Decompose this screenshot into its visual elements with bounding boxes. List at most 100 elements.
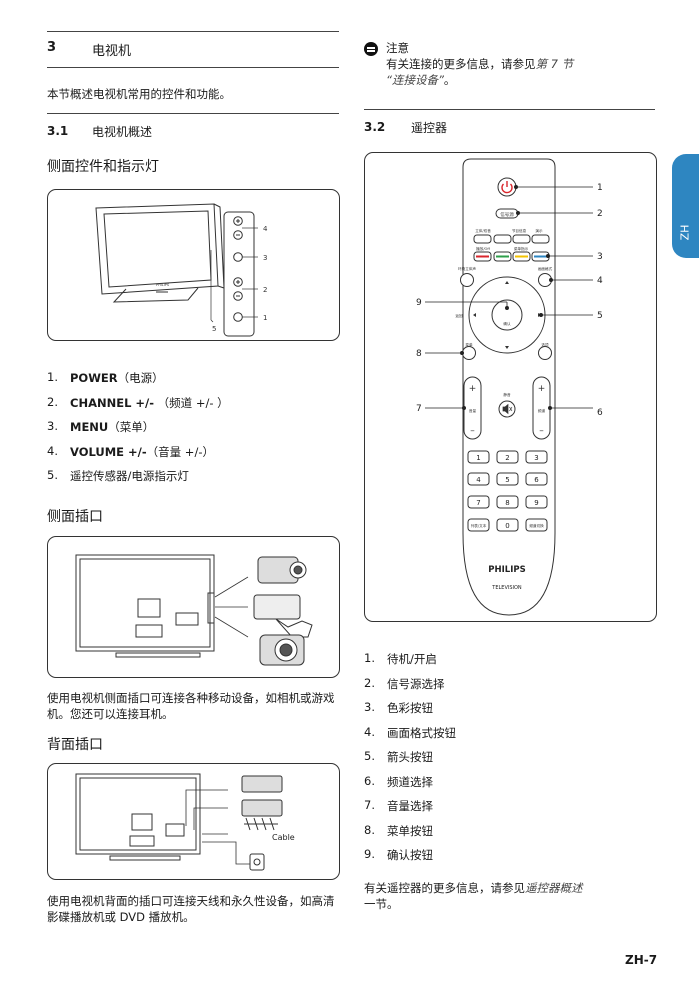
power-icon	[501, 181, 513, 194]
connection-lines	[214, 576, 249, 638]
tv-side-controls-drawing: PHILIPS 4 3 2 1 5	[95, 203, 268, 337]
list-item-text: 待机/开启	[387, 652, 437, 666]
list-item-text: 音量选择	[387, 799, 433, 813]
color-label-mid: 菜单指示	[514, 246, 529, 251]
side-panel	[223, 211, 255, 337]
section-title: 电视机	[92, 44, 132, 59]
language-tab	[672, 154, 699, 258]
tv-side-controls-figure: PHILIPS 4 3 2 1 5	[47, 189, 340, 341]
camcorder-icon	[257, 556, 307, 584]
volume-label: 音量	[469, 408, 477, 413]
callout-lines	[425, 185, 593, 410]
list-item: 9. 确认按钮	[364, 847, 655, 872]
note-link-section[interactable]: 第 7 节	[535, 57, 574, 71]
more-info-link[interactable]: 遥控器概述	[525, 881, 583, 895]
remote-tagline: TELEVISION	[491, 585, 522, 591]
cable-label: Cable	[272, 833, 295, 842]
list-item-number: 8.	[364, 822, 375, 837]
list-item-text: （菜单）	[108, 420, 155, 434]
list-item-text: （音量 +/-）	[146, 444, 214, 459]
list-item-keyword: VOLUME +/-	[70, 444, 147, 459]
list-item-text: （电源）	[117, 371, 164, 385]
list-item-text: 频道选择	[387, 774, 433, 789]
remote-brand: PHILIPS	[488, 565, 525, 575]
language-tab-label: ZH	[678, 224, 692, 241]
note-rule	[364, 109, 655, 110]
fig1-callout-3: 3	[263, 254, 267, 262]
side-controls-heading: 侧面控件和指示灯	[47, 159, 159, 175]
btn-label-stereo: 立体/双音	[475, 228, 491, 233]
list-item-number: 5.	[47, 468, 58, 482]
camera-icon	[259, 634, 305, 666]
list-item: 7. 音量选择	[364, 798, 655, 823]
dvd-player-icon	[241, 799, 283, 817]
remote-callout-1: 1	[597, 183, 603, 193]
side-buttons	[233, 216, 243, 322]
teletext-button	[493, 234, 512, 244]
list-item: 5. 箭头按钮	[364, 749, 655, 774]
list-item-text: 确认按钮	[387, 848, 433, 862]
list-item-number: 1.	[364, 651, 375, 665]
list-item-number: 4.	[47, 443, 58, 458]
btn-label-demo: 演示	[535, 228, 543, 233]
rear-connectors-text: 使用电视机背面的插口可连接天线和永久性设备，如高清影碟播放机或 DVD 播放机。	[47, 894, 335, 924]
btn-label-info: 节目信息	[512, 228, 527, 233]
list-item-keyword: POWER	[70, 371, 118, 385]
section-rule	[47, 67, 339, 68]
fig1-callout-2: 2	[263, 286, 267, 294]
remote-list: 1.待机/开启 2.信号源选择 3.色彩按钮 4.画面格式按钮 5.箭头按钮 6…	[364, 651, 655, 872]
remote-callout-8: 8	[416, 349, 422, 359]
fig1-callout-4: 4	[263, 225, 268, 233]
remote-callout-3: 3	[597, 252, 603, 262]
list-item-number: 7.	[364, 798, 375, 812]
key-9: 9	[534, 499, 538, 507]
fig1-callout-1: 1	[263, 314, 267, 322]
numeric-keypad	[467, 450, 548, 532]
list-item-number: 5.	[364, 749, 375, 763]
key-4: 4	[476, 476, 481, 484]
list-item: 2.CHANNEL +/- （频道 +/- ）	[47, 395, 339, 420]
rear-connectors-drawing: Cable	[75, 773, 295, 871]
hd-player-icon	[241, 775, 283, 793]
note-text: 有关连接的更多信息，请参见	[386, 57, 536, 71]
list-item-number: 9.	[364, 847, 375, 861]
list-item-number: 2.	[47, 394, 58, 409]
tv-back-illustration	[75, 554, 215, 658]
page-number: ZH-7	[625, 953, 658, 967]
list-item-number: 6.	[364, 773, 375, 788]
ok-button	[491, 299, 523, 331]
note-text-end: 。	[443, 73, 456, 87]
key-7: 7	[476, 499, 480, 507]
list-item: 1. 待机/开启	[364, 651, 655, 676]
list-item: 2.信号源选择	[364, 676, 655, 701]
back-label: 返回	[455, 313, 463, 318]
list-item-number: 4.	[364, 724, 375, 739]
channel-minus: –	[539, 426, 544, 436]
top-rule-left	[47, 31, 339, 32]
list-item: 3.MENU（菜单）	[47, 419, 339, 444]
tv-logo: PHILIPS	[156, 283, 170, 287]
channel-plus: +	[538, 384, 546, 394]
list-item-text: 色彩按钮	[387, 701, 433, 715]
section-intro: 本节概述电视机常用的控件和功能。	[47, 87, 231, 101]
note-link-title[interactable]: “连接设备”	[386, 73, 444, 87]
key-1: 1	[476, 454, 480, 462]
list-item-text: 遥控传感器/电源指示灯	[70, 469, 189, 483]
ambient-label: 环绕立体声	[458, 266, 476, 271]
remote-subsection-number: 3.2	[364, 120, 386, 134]
list-item-text: 箭头按钮	[387, 750, 433, 764]
volume-plus: +	[469, 384, 477, 394]
key-0: 0	[505, 522, 509, 530]
list-item-text: 信号源选择	[387, 676, 445, 691]
list-item-text: 菜单按钮	[387, 823, 433, 838]
list-item-number: 1.	[47, 370, 58, 384]
list-item: 4. VOLUME +/-（音量 +/-）	[47, 444, 339, 469]
swap-key-label: 频道切换	[529, 523, 544, 528]
key-2: 2	[505, 454, 509, 462]
key-8: 8	[505, 499, 509, 507]
channel-label: 频道	[538, 408, 546, 413]
option-button	[538, 346, 552, 360]
more-info-prefix: 有关遥控器的更多信息，请参见	[364, 881, 525, 895]
mute-icon	[502, 403, 513, 415]
list-item-keyword: CHANNEL +/-	[70, 395, 155, 410]
